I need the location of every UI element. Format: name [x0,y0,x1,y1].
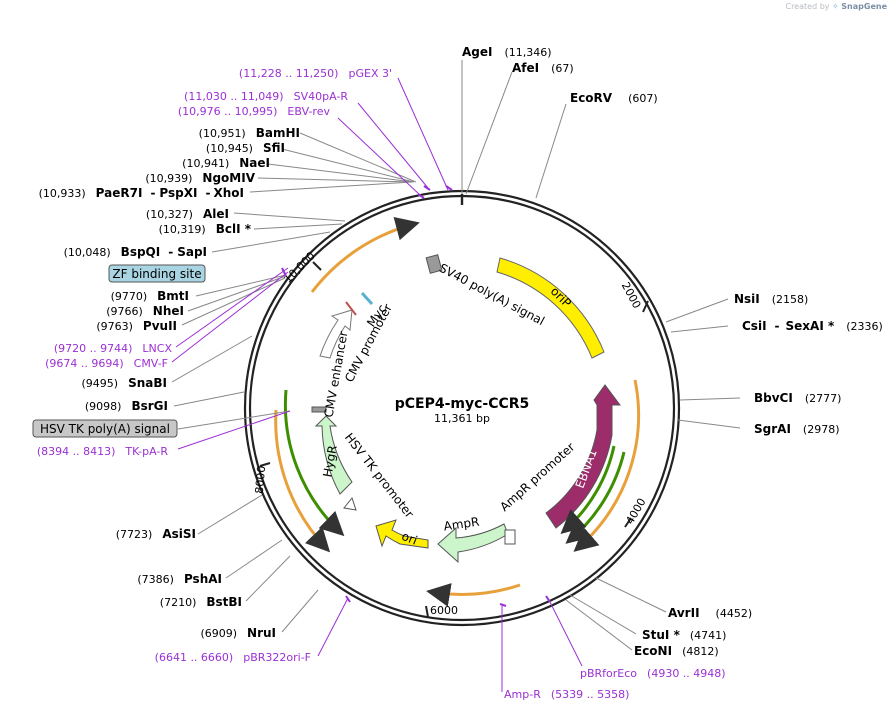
feature-ampr[interactable] [437,523,509,564]
enzyme-bsrgi[interactable]: (9098)BsrGI [85,399,168,413]
feature-ori-label: ori [400,529,420,548]
feature-zf-binding-site-label: ZF binding site [112,267,201,281]
enzyme-nhei[interactable]: (9766)NheI [106,304,184,318]
enzyme-asisi[interactable]: (7723)AsiSI [116,527,196,541]
tick-8000 [259,462,271,467]
feature-hsvtk-polya-label: HSV TK poly(A) signal [40,422,170,436]
enzyme-bspqi-sapi[interactable]: (10,048)BspQI-SapI [64,245,207,259]
feature-sv40-polya-box[interactable] [425,254,443,274]
enzyme-bamhi[interactable]: (10,951)BamHI [199,126,300,140]
feature-hsvtk-promoter[interactable] [343,496,357,511]
credit-brand: SnapGene [841,2,887,11]
orf-arc-left-1[interactable] [283,389,345,537]
primer-pgex3[interactable]: (11,228 .. 11,250)pGEX 3' [239,67,392,80]
primer-lncx[interactable]: (9720 .. 9744)LNCX [54,342,173,355]
enzyme-csii[interactable]: CsiI-SexAI *(2336) [742,319,883,333]
primer-sv40pa-r[interactable]: (11,030 .. 11,049)SV40pA-R [184,90,348,103]
enzyme-naei[interactable]: (10,941)NaeI [182,156,270,170]
feature-cmv-enhancer[interactable] [319,309,353,359]
leader-lines [171,60,741,651]
enzyme-paer7i-pspxi-xhoi[interactable]: (10,933)PaeR7I-PspXI-XhoI [39,186,244,200]
enzyme-nrui[interactable]: (6909)NruI [200,626,276,640]
enzyme-bstbi[interactable]: (7210)BstBI [160,595,242,609]
enzyme-pshai[interactable]: (7386)PshAI [137,572,222,586]
tick-label-4000: 4000 [623,496,648,527]
orf-arc-bottom[interactable] [426,583,521,607]
credit-prefix: Created by [785,2,830,11]
primer-cmv-f[interactable]: (9674 .. 9694)CMV-F [45,357,168,370]
enzyme-bcli[interactable]: (10,319)BclI * [159,222,252,236]
primer-amp-r[interactable]: Amp-R(5339 .. 5358) [504,688,629,701]
primer-leader-lines [171,77,583,692]
feature-ampr-promoter-box[interactable] [504,529,516,545]
tick-label-8000: 8000 [253,465,268,494]
tick-2000 [642,300,649,313]
primer-ebv-rev[interactable]: (10,976 .. 10,995)EBV-rev [178,105,331,118]
primer-tk-pa-r[interactable]: (8394 .. 8413)TK-pA-R [37,445,169,458]
enzyme-bmti[interactable]: (9770)BmtI [111,289,189,303]
enzyme-agei[interactable]: AgeI(11,346) [462,45,552,59]
enzyme-econi[interactable]: EcoNI(4812) [634,644,719,658]
tick-4000 [624,517,632,528]
tick-6000 [425,605,429,618]
enzyme-sfii[interactable]: (10,945)SfiI [206,141,285,155]
enzyme-pvuii[interactable]: (9763)PvuII [96,319,177,333]
feature-zf-binding-site-box[interactable] [108,264,206,283]
enzyme-ngomiv[interactable]: (10,939)NgoMIV [145,171,255,185]
feature-hygr[interactable] [314,415,353,495]
orf-arc-right-1[interactable] [573,379,641,552]
tick-label-6000: 6000 [430,604,458,617]
enzyme-snabi[interactable]: (9495)SnaBI [82,376,167,390]
enzyme-stui[interactable]: StuI *(4741) [642,628,726,642]
primer-marks [281,185,551,607]
feature-orip[interactable] [496,257,605,359]
enzyme-alei[interactable]: (10,327)AleI [146,207,229,221]
enzyme-ecorv[interactable]: EcoRV(607) [570,91,658,105]
feature-cds-marker [345,301,357,316]
feature-ampr-label: AmpR [443,515,480,534]
primer-pbrforeco[interactable]: pBRforEco(4930 .. 4948) [580,667,726,680]
tick-10000 [312,261,322,271]
orf-arc-right-3[interactable] [560,445,616,534]
feature-hsvtk-polya-label-box[interactable] [32,419,178,438]
feature-hsvtk-polya-box[interactable] [311,406,327,413]
feature-hygr-label: HygR [320,444,339,478]
enzyme-avrii[interactable]: AvrII(4452) [668,606,752,620]
enzyme-bbvci[interactable]: BbvCI(2777) [754,391,841,405]
enzyme-nsii[interactable]: NsiI(2158) [734,292,808,306]
snapgene-credit: Created by ✧ SnapGene [785,2,887,11]
feature-ori[interactable] [375,519,429,549]
feature-ebna1[interactable] [545,384,621,529]
primer-pbr322ori-f[interactable]: (6641 .. 6660)pBR322ori-F [155,651,311,664]
snapgene-logo-icon: ✧ [832,2,839,11]
enzyme-sgrai[interactable]: SgrAI(2978) [754,422,839,436]
orf-arc-left-2[interactable] [274,409,331,553]
tick-label-10000: 10,000 [281,249,317,285]
feature-myc[interactable] [360,291,374,306]
enzyme-afei[interactable]: AfeI(67) [512,61,574,75]
orf-arc-top[interactable] [310,217,420,293]
plasmid-name: pCEP4-myc-CCR5 [395,396,530,412]
plasmid-size: 11,361 bp [434,412,490,425]
